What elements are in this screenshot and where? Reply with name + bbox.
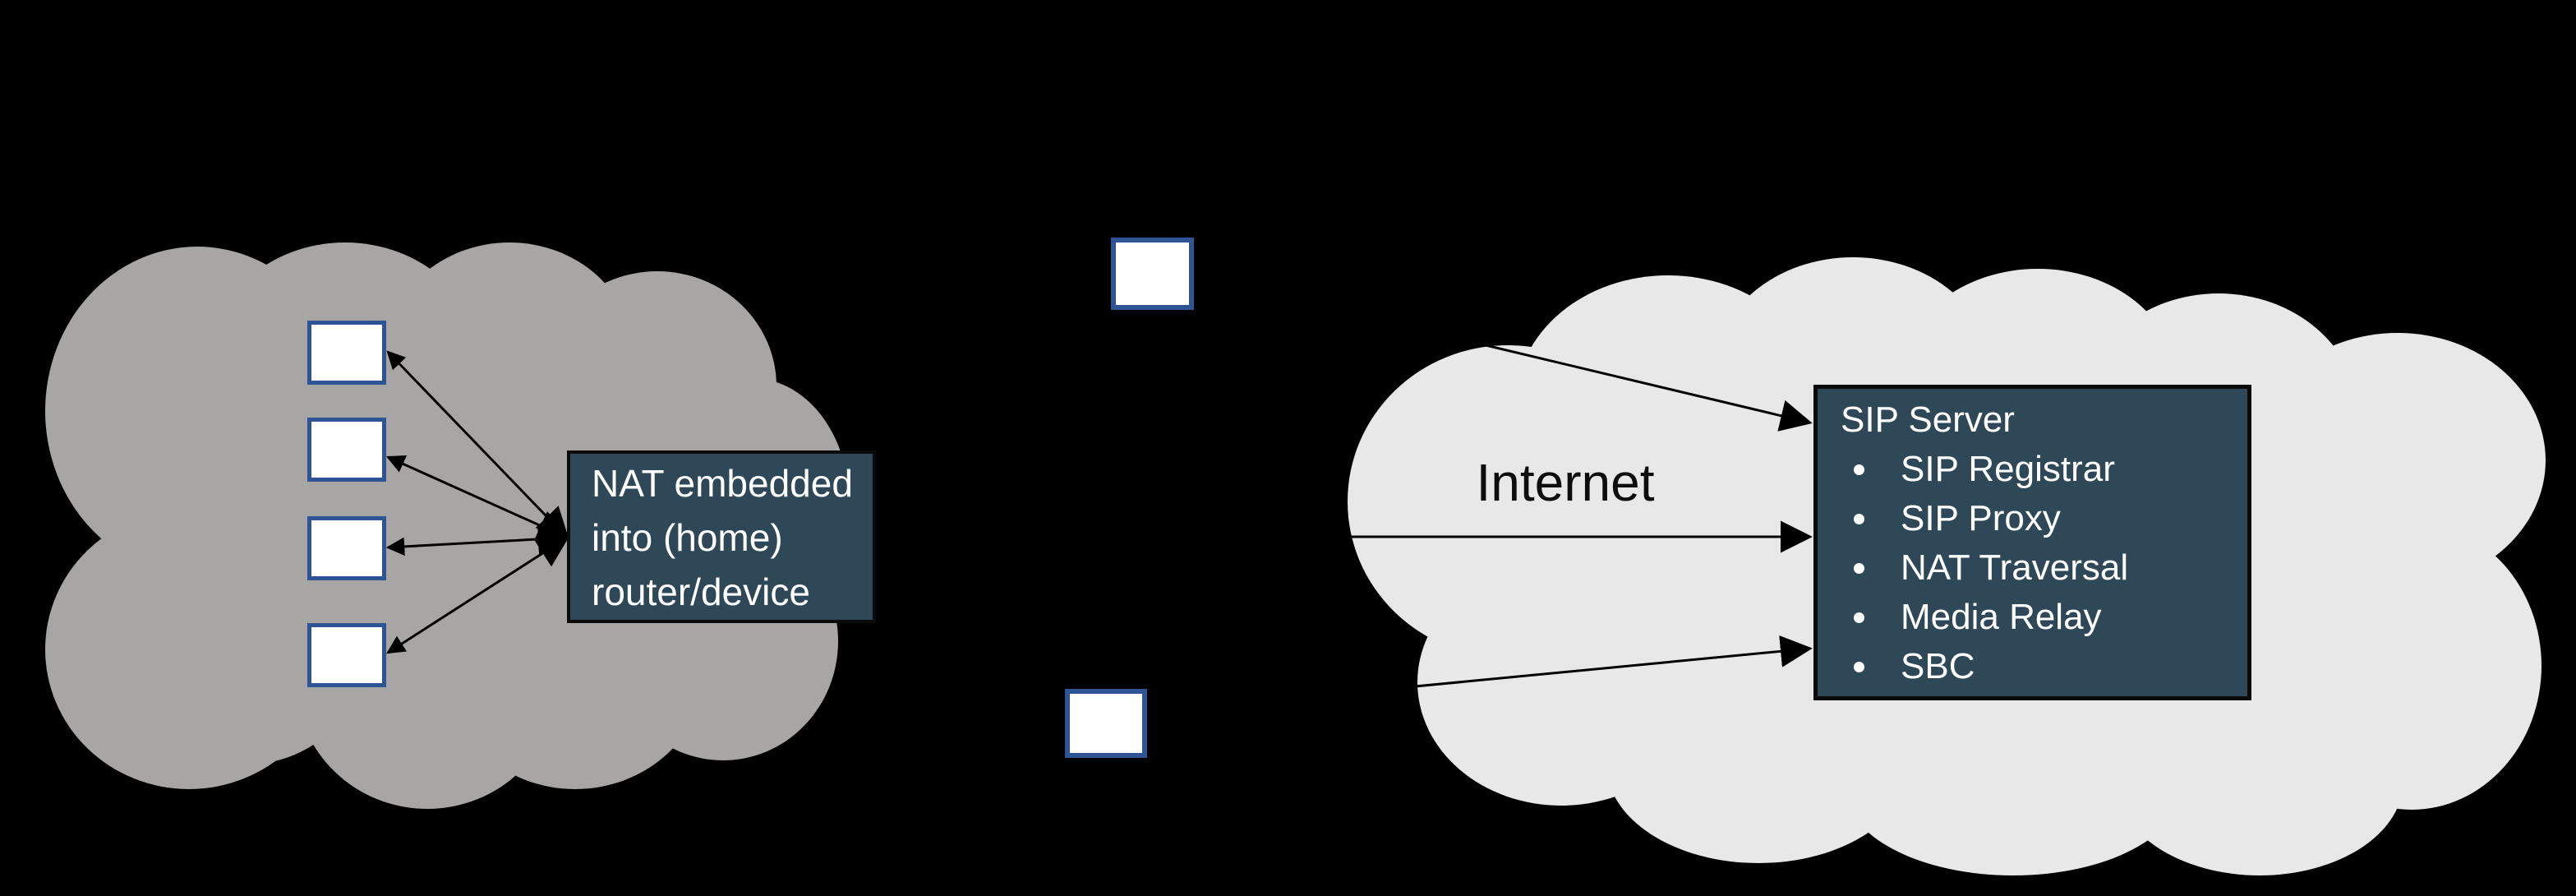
endpoint-square-4: [307, 623, 386, 687]
sip-feature-label: SIP Proxy: [1901, 498, 2061, 538]
bullet-icon: [1854, 612, 1864, 623]
bullet-icon: [1854, 661, 1864, 672]
endpoint-square-1: [307, 321, 386, 385]
endpoint-square-3: [307, 516, 386, 580]
nat-box-line: into (home): [592, 516, 783, 559]
sip-server-arrows: [876, 270, 1813, 720]
sip-feature-label: SBC: [1901, 646, 1975, 686]
sip-server-feature-list: SIP Registrar SIP Proxy NAT Traversal Me…: [1841, 445, 2247, 691]
public-endpoint-square-top: [1111, 238, 1194, 310]
list-item: SIP Registrar: [1841, 445, 2247, 494]
nat-box-line: NAT embedded: [592, 462, 853, 505]
sip-feature-label: SIP Registrar: [1901, 449, 2115, 489]
list-item: NAT Traversal: [1841, 543, 2247, 593]
bullet-icon: [1854, 464, 1864, 475]
list-item: SIP Proxy: [1841, 494, 2247, 543]
nat-box: NAT embedded into (home) router/device: [567, 450, 876, 623]
list-item: Media Relay: [1841, 593, 2247, 642]
endpoint-square-2: [307, 418, 386, 482]
sip-server-title: SIP Server: [1841, 400, 2015, 440]
list-item: SBC: [1841, 642, 2247, 691]
sip-feature-label: Media Relay: [1901, 597, 2102, 637]
sip-server-box: SIP Server SIP Registrar SIP Proxy NAT T…: [1813, 385, 2251, 700]
sip-feature-label: NAT Traversal: [1901, 547, 2129, 588]
bullet-icon: [1854, 562, 1864, 574]
public-endpoint-square-bottom: [1065, 689, 1147, 758]
internet-label: Internet: [1476, 453, 1655, 512]
bullet-icon: [1854, 513, 1864, 524]
nat-fan-arrows: [385, 350, 570, 654]
nat-box-line: router/device: [592, 570, 810, 613]
